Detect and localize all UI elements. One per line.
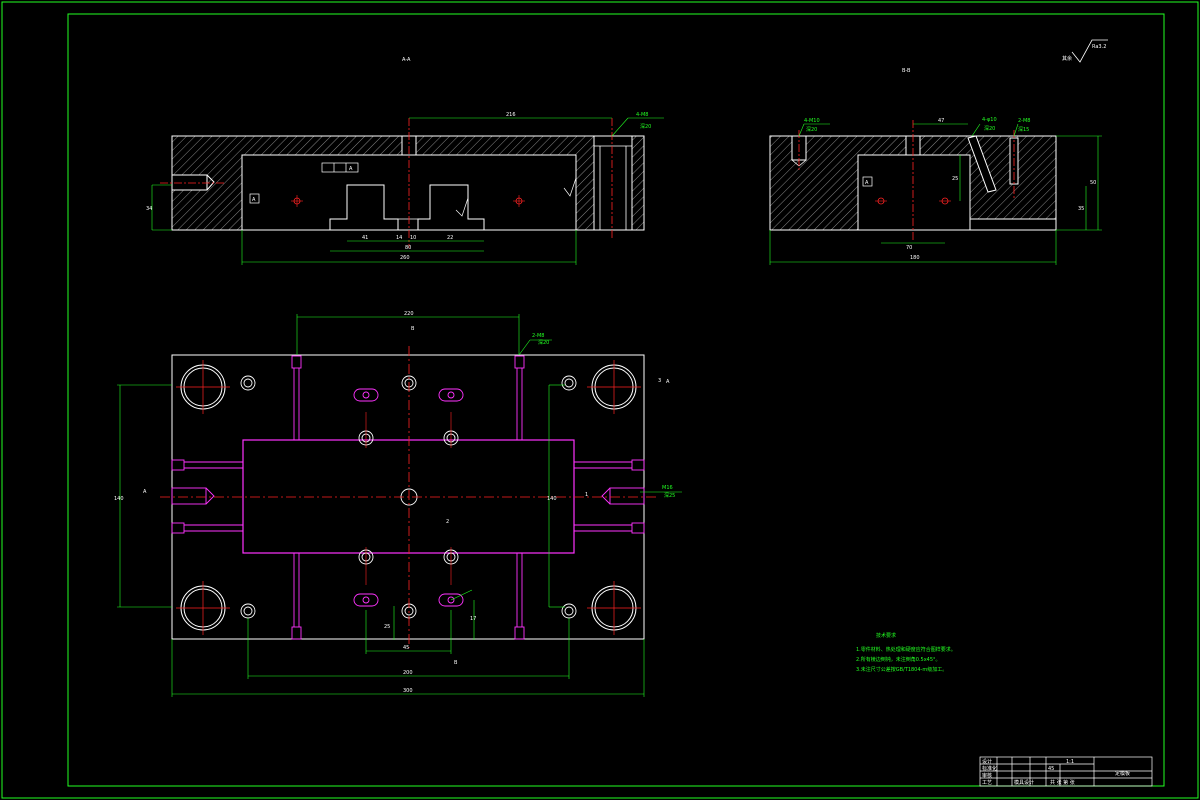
svg-text:M16: M16: [662, 485, 673, 491]
section-aa-label: A-A: [402, 57, 411, 63]
svg-text:3: 3: [658, 378, 661, 384]
svg-text:其余: 其余: [1062, 55, 1072, 62]
svg-text:70: 70: [906, 245, 912, 251]
svg-text:22: 22: [447, 235, 453, 241]
svg-text:14: 14: [396, 235, 402, 241]
svg-text:深20: 深20: [806, 126, 817, 133]
svg-text:B: B: [411, 326, 415, 332]
svg-text:2-M8: 2-M8: [1018, 118, 1030, 124]
svg-text:技术要求: 技术要求: [876, 632, 896, 639]
svg-text:300: 300: [403, 688, 413, 694]
svg-text:260: 260: [400, 255, 410, 261]
svg-text:共 张 第 张: 共 张 第 张: [1050, 779, 1075, 786]
svg-text:工艺: 工艺: [982, 780, 992, 786]
svg-text:1: 1: [585, 492, 588, 498]
section-aa-view: 216 34 260 80 41 14 22 10 4-M8 深20 A A: [146, 112, 664, 265]
svg-text:10: 10: [410, 235, 416, 241]
svg-text:2: 2: [446, 519, 449, 525]
svg-text:1:1: 1:1: [1066, 759, 1074, 765]
svg-text:审核: 审核: [982, 772, 992, 779]
svg-text:80: 80: [405, 245, 411, 251]
svg-text:A: A: [349, 166, 353, 172]
svg-text:180: 180: [910, 255, 920, 261]
svg-text:50: 50: [1090, 180, 1096, 186]
svg-text:34: 34: [146, 206, 152, 212]
svg-text:A: A: [666, 379, 670, 385]
svg-text:216: 216: [506, 112, 516, 118]
aa-roughness-mark-2: [455, 197, 469, 217]
svg-text:深15: 深15: [1018, 126, 1029, 133]
svg-text:140: 140: [547, 496, 557, 502]
svg-text:220: 220: [404, 311, 414, 317]
title-block: [979, 756, 1153, 787]
svg-text:4-φ10: 4-φ10: [982, 117, 997, 123]
svg-text:1.零件材料、热处理和硬度应符合图样要求。: 1.零件材料、热处理和硬度应符合图样要求。: [856, 646, 956, 653]
svg-text:2.所有棱边倒钝，未注倒角0.5x45°。: 2.所有棱边倒钝，未注倒角0.5x45°。: [856, 656, 941, 663]
svg-text:标准化: 标准化: [982, 765, 997, 772]
section-bb-view: A 180 70 47 50 35 25 4-M10 深20 4-φ10 深20…: [769, 117, 1102, 265]
svg-text:设计: 设计: [982, 758, 992, 765]
svg-text:A: A: [252, 197, 256, 203]
svg-text:模具设计: 模具设计: [1014, 779, 1034, 786]
svg-text:Ra3.2: Ra3.2: [1092, 44, 1106, 50]
title-block-text: 设计 标准化 审核 工艺 1:1 45 共 张 第 张 定模板 模具设计: [982, 758, 1130, 786]
aa-roughness-mark: [563, 177, 577, 197]
svg-text:25: 25: [952, 176, 958, 182]
svg-text:45: 45: [403, 645, 409, 651]
tech-requirements: 技术要求 1.零件材料、热处理和硬度应符合图样要求。 2.所有棱边倒钝，未注倒角…: [856, 632, 956, 673]
aa-flatness-frame: A: [321, 162, 359, 173]
svg-text:2-M8: 2-M8: [532, 333, 544, 339]
bb-datum-box: A: [862, 176, 873, 187]
svg-text:45: 45: [1048, 766, 1054, 772]
svg-text:定模板: 定模板: [1115, 770, 1130, 777]
inner-frame: [67, 13, 1165, 787]
svg-text:140: 140: [114, 496, 124, 502]
svg-text:A: A: [865, 180, 869, 186]
svg-text:47: 47: [938, 118, 944, 124]
svg-text:4-M8: 4-M8: [636, 112, 648, 118]
svg-text:35: 35: [1078, 206, 1084, 212]
roughness-symbol: 其余 Ra3.2: [1062, 39, 1108, 63]
svg-text:3.未注尺寸公差按GB/T1804-m级加工。: 3.未注尺寸公差按GB/T1804-m级加工。: [856, 666, 947, 673]
svg-text:25: 25: [384, 624, 390, 630]
svg-text:深20: 深20: [984, 125, 995, 132]
svg-text:41: 41: [362, 235, 368, 241]
svg-text:200: 200: [403, 670, 413, 676]
svg-text:深20: 深20: [640, 123, 651, 130]
svg-text:4-M10: 4-M10: [804, 118, 820, 124]
svg-text:A: A: [143, 489, 147, 495]
plan-view: 220 140 140 200 300 45 25 17 2-M8 深20 M1…: [114, 311, 682, 697]
svg-text:深25: 深25: [664, 492, 675, 499]
svg-text:17: 17: [470, 616, 476, 622]
svg-text:B: B: [454, 660, 458, 666]
section-bb-label: B-B: [902, 68, 911, 74]
svg-text:深20: 深20: [538, 339, 549, 346]
aa-datum-box: A: [249, 193, 260, 204]
